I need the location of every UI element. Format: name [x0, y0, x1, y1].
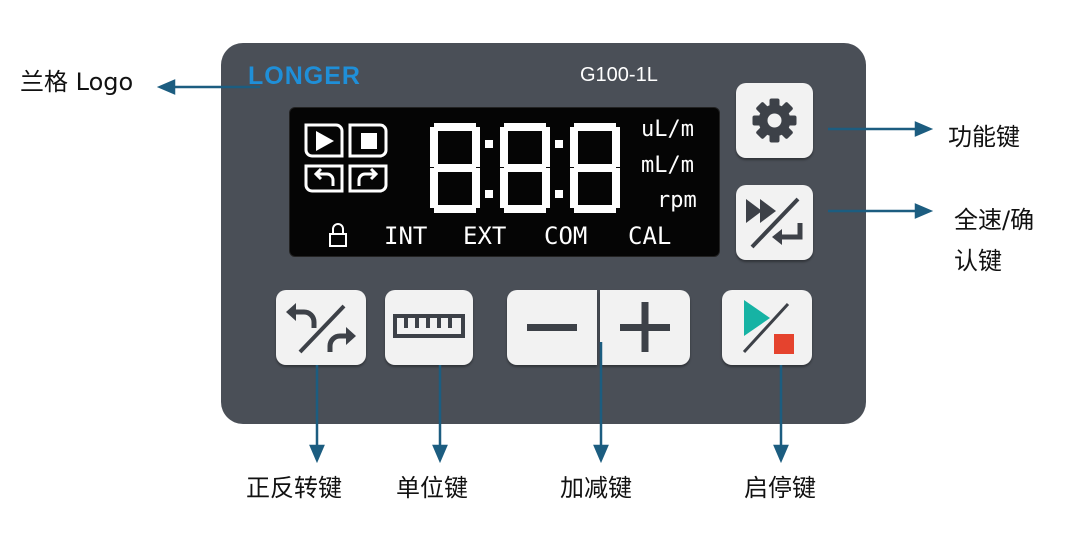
fast-forward-enter-icon	[746, 197, 803, 249]
minus-icon	[527, 324, 577, 331]
label-direction: 正反转键	[246, 474, 342, 502]
lock-icon	[329, 223, 347, 247]
plus-button[interactable]	[600, 290, 690, 365]
stop-icon	[361, 133, 377, 149]
unit-ul-min: uL/m	[641, 117, 694, 142]
model-label: G100-1L	[580, 64, 658, 86]
label-adjust: 加减键	[560, 474, 632, 502]
status-icon-grid	[304, 123, 388, 193]
mode-ext: EXT	[463, 222, 507, 250]
unit-ml-min: mL/m	[641, 153, 694, 178]
play-icon-frame	[304, 123, 344, 158]
label-logo: 兰格 Logo	[20, 68, 134, 96]
direction-toggle-icon	[286, 303, 356, 354]
digit-1	[430, 123, 480, 213]
digit-3	[570, 123, 620, 213]
function-button[interactable]	[736, 83, 813, 158]
ccw-icon-frame	[304, 164, 344, 193]
label-fullspeed-line1: 全速/确	[954, 206, 1035, 234]
colon-dot	[485, 140, 493, 148]
label-startstop: 启停键	[744, 474, 816, 502]
label-fullspeed-line2: 认键	[954, 247, 1002, 275]
play-icon	[316, 131, 334, 151]
direction-button[interactable]	[276, 290, 366, 365]
unit-button[interactable]	[385, 290, 473, 365]
stop-icon-frame	[348, 123, 388, 158]
minus-button[interactable]	[507, 290, 597, 365]
brand-logo-text: LONGER	[248, 62, 361, 90]
label-unit: 单位键	[396, 474, 468, 502]
mode-com: COM	[544, 222, 588, 250]
cw-icon	[357, 167, 379, 186]
unit-rpm: rpm	[657, 188, 697, 213]
colon-dot	[485, 190, 493, 198]
label-function: 功能键	[948, 123, 1020, 151]
mode-int: INT	[384, 222, 428, 250]
mode-cal: CAL	[628, 222, 672, 250]
start-stop-button[interactable]	[722, 290, 812, 365]
colon-dot	[555, 140, 563, 148]
cw-icon-frame	[348, 164, 388, 193]
digit-2	[500, 123, 550, 213]
plus-icon	[620, 302, 670, 352]
play-stop-icon	[742, 300, 794, 354]
fullspeed-confirm-button[interactable]	[736, 185, 813, 260]
gear-icon	[752, 98, 797, 143]
ruler-icon	[393, 314, 465, 338]
colon-dot	[555, 190, 563, 198]
brand-logo: LONGER	[248, 62, 361, 91]
ccw-icon	[313, 167, 335, 186]
